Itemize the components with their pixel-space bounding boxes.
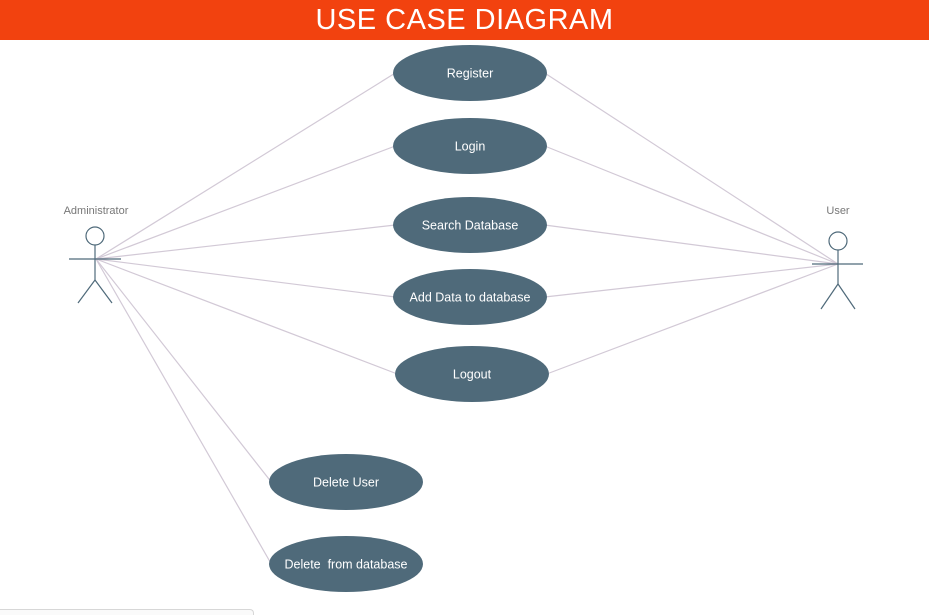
use-case-search-database[interactable]: Search Database [393,197,547,253]
bottom-scrollbar[interactable] [0,609,254,615]
use-case-label: Logout [453,368,492,382]
association-line-user-add-data [544,263,839,298]
actor-label-administrator: Administrator [64,205,129,217]
association-line-user-logout [546,263,839,375]
use-case-label: Delete User [313,476,379,490]
use-case-delete-from-database[interactable]: Delete from database [269,536,423,592]
use-case-label: Add Data to database [410,291,531,305]
association-line-administrator-add-data [95,258,396,298]
use-case-ellipse[interactable] [393,45,547,101]
association-line-administrator-login [95,145,396,260]
use-case-label: Search Database [422,219,519,233]
association-line-user-register [544,72,839,265]
use-case-label: Delete from database [285,558,408,572]
association-line-administrator-logout [95,258,398,375]
association-line-administrator-delete-from-database [95,258,272,565]
use-case-delete-user[interactable]: Delete User [269,454,423,510]
use-case-add-data[interactable]: Add Data to database [393,269,547,325]
use-case-label: Register [447,67,494,81]
use-case-ellipse[interactable] [395,346,549,402]
actor-user[interactable]: User [812,205,863,310]
actor-administrator[interactable]: Administrator [64,205,129,304]
association-line-user-login [544,145,839,265]
association-line-administrator-delete-user [95,258,272,483]
actors: Administrator User [64,205,863,310]
use-case-ellipse[interactable] [393,269,547,325]
use-case-login[interactable]: Login [393,118,547,174]
association-line-administrator-search-database [95,224,396,260]
use-case-logout[interactable]: Logout [395,346,549,402]
use-case-ellipse[interactable] [393,197,547,253]
association-line-administrator-register [95,72,396,260]
use-case-ellipse[interactable] [393,118,547,174]
stick-figure-icon [69,226,121,304]
use-case-ellipse[interactable] [269,536,423,592]
stick-figure-icon [812,231,863,310]
use-case-register[interactable]: Register [393,45,547,101]
associations [95,72,839,565]
page-title: USE CASE DIAGRAM [0,0,929,40]
use-case-label: Login [455,140,486,154]
association-line-user-search-database [544,224,839,265]
use-case-ellipse[interactable] [269,454,423,510]
actor-label-user: User [826,205,850,217]
